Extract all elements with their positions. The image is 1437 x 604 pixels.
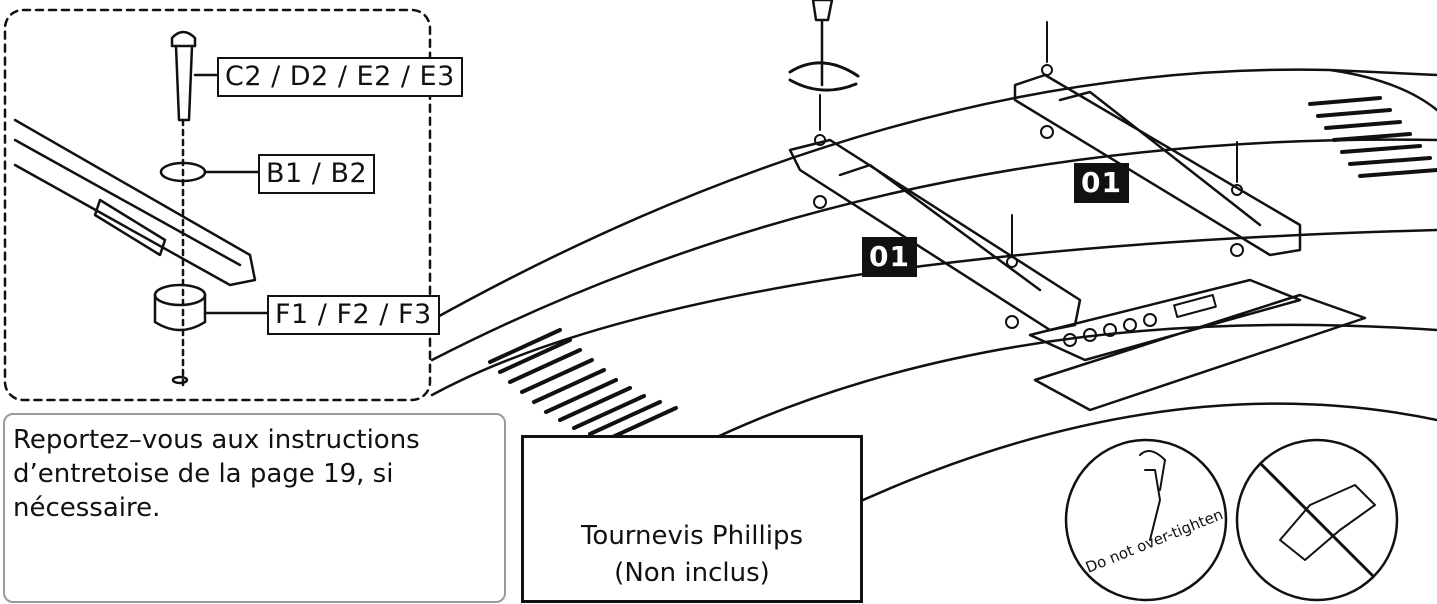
spacer-note-box: Reportez–vous aux instructions d’entreto… (3, 413, 506, 603)
tool-note: (Non inclus) (614, 558, 770, 588)
spacer-note-text: Reportez–vous aux instructions d’entreto… (13, 425, 420, 523)
step-badge-back-bracket: 01 (1074, 163, 1129, 203)
hand-screwdriver-icon (1064, 438, 1228, 602)
power-drill-prohibited-icon (1235, 438, 1399, 602)
bracket-front (788, 138, 1082, 332)
connector-panel (1028, 278, 1367, 412)
detail-screw (170, 30, 197, 122)
detail-spacer (153, 293, 207, 332)
vent-slots-right (1308, 96, 1437, 178)
part-label-washer: B1 / B2 (258, 154, 376, 194)
step-badge-front-bracket: 01 (862, 237, 917, 277)
tool-box: Tournevis Phillips (Non inclus) (521, 435, 863, 603)
rotation-arrow (788, 61, 860, 92)
vent-slots-left (488, 328, 678, 442)
bracket-screws (813, 21, 1244, 329)
screwdriver-rotating (811, 0, 834, 87)
detail-frame (3, 8, 432, 402)
tool-name: Tournevis Phillips (580, 521, 804, 551)
detail-channel (13, 118, 257, 287)
part-label-spacer: F1 / F2 / F3 (267, 295, 440, 335)
bracket-back (1013, 73, 1302, 257)
part-label-screw: C2 / D2 / E2 / E3 (217, 57, 463, 97)
connector-ports (1063, 294, 1217, 347)
